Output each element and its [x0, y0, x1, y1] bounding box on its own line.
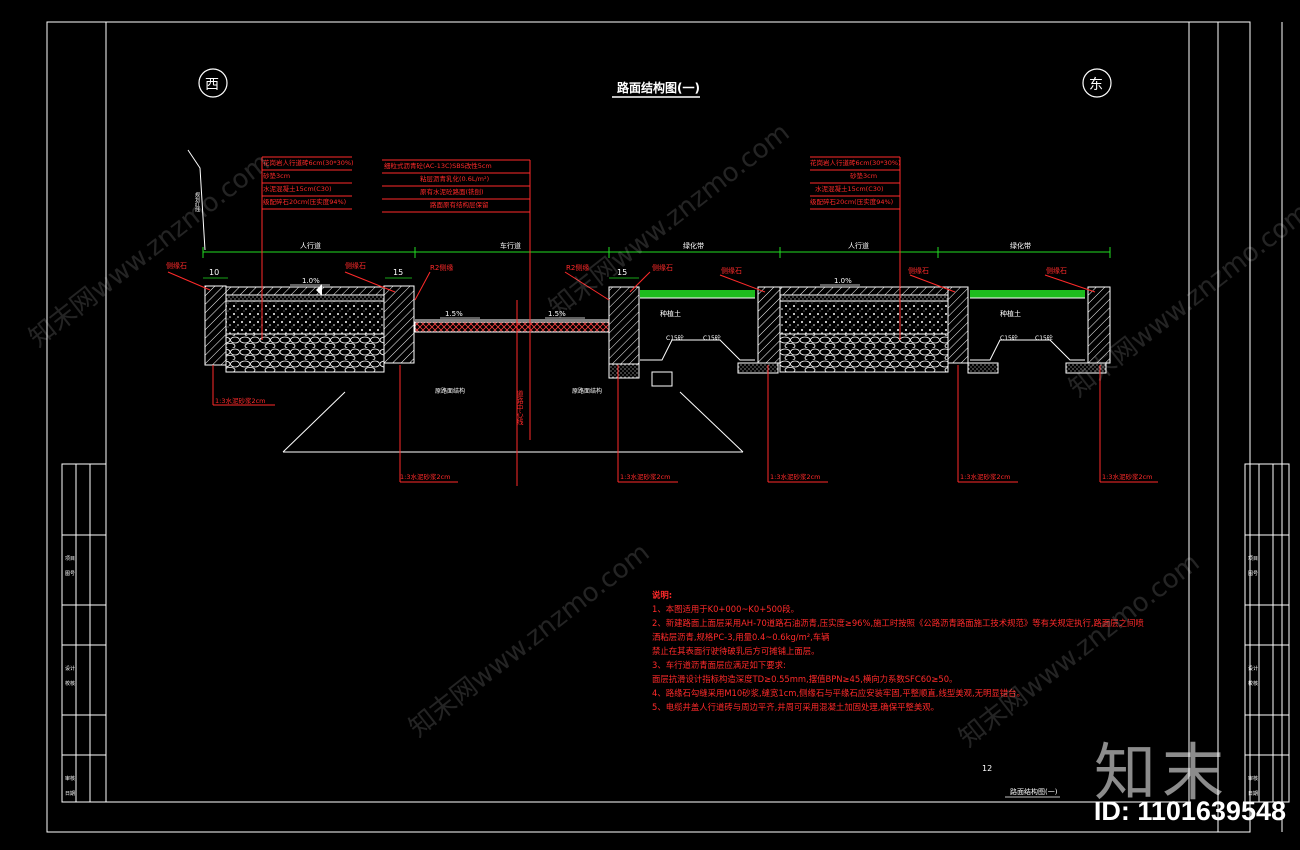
tb-right-3: 设计 [1248, 665, 1258, 672]
c15-label-2: C15砼 [703, 334, 721, 342]
right-sidewalk-section [779, 286, 969, 373]
notes-panel: 说明: 1、本图适用于K0+000~K0+500段。 2、新建路面上面层采用AH… [652, 588, 1152, 714]
west-label: 西 [205, 77, 219, 93]
mortar-label-1: 1:3水泥砂浆2cm [215, 396, 266, 405]
callout-left-3: 水泥混凝土15cm(C30) [263, 184, 332, 193]
kerb-r2-left: R2侧缘 [430, 263, 453, 272]
tb-right-6: 日期 [1248, 791, 1258, 797]
callout-left-2: 砂垫3cm [263, 171, 290, 180]
footer-title: 路面结构图(一) [1010, 787, 1058, 796]
notes-heading: 说明: [652, 590, 673, 600]
callout-road-2: 粘层沥青乳化(0.6L/m²) [420, 174, 489, 183]
tb-left-5: 审核 [65, 775, 75, 782]
label-sidewalk-left: 人行道 [300, 241, 321, 250]
planting-label-2: 种植土 [1000, 309, 1021, 318]
callout-right-1: 花岗岩人行道砖6cm(30*30%) [810, 158, 901, 167]
mortar-label-3: 1:3水泥砂浆2cm [620, 472, 671, 481]
label-sidewalk-right: 人行道 [848, 241, 869, 250]
callout-right-4: 级配碎石20cm(压实度94%) [810, 197, 893, 206]
tb-left-1: 项目 [65, 556, 75, 562]
structure-right-label: 原路面结构 [572, 387, 602, 395]
tb-left-6: 日期 [65, 791, 75, 797]
tb-left-3: 设计 [65, 665, 75, 672]
center-line-label: 道路中心线 [516, 389, 524, 425]
tb-right-5: 审核 [1248, 775, 1258, 782]
dim-15-left: 15 [393, 268, 403, 277]
title-block-right: 项目 图号 设计 校核 审核 日期 [1244, 463, 1290, 803]
brand-logo: 知末 [1093, 736, 1230, 809]
planting-label-1: 种植土 [660, 309, 681, 318]
east-label: 东 [1089, 77, 1103, 93]
note-6: 4、路缘石勾缝采用M10砂浆,缝宽1cm,侧缘石与平缘石应安装牢固,平整顺直,线… [652, 688, 1025, 698]
callout-right-3: 水泥混凝土15cm(C30) [815, 184, 884, 193]
structure-left-label: 原路面结构 [435, 387, 465, 395]
callout-road-1: 细粒式沥青砼(AC-13C)SBS改性5cm [384, 161, 492, 170]
image-id: ID: 1101639548 [1093, 796, 1286, 826]
callout-right-2: 砂垫3cm [850, 171, 877, 180]
page-number: 12 [982, 764, 992, 773]
kerb-left: 侧缘石 [345, 261, 366, 270]
side-label: 规划红线 [194, 191, 200, 212]
kerb-e: 侧缘石 [908, 266, 929, 275]
green-belt-2-section [967, 286, 1111, 374]
mortar-label-4: 1:3水泥砂浆2cm [770, 472, 821, 481]
note-2: 2、新建路面上面层采用AH-70道路石油沥青,压实度≥96%,施工时按照《公路沥… [652, 618, 1144, 642]
title-block-left: 项目 图号 设计 校核 审核 日期 [61, 463, 107, 803]
note-3: 禁止在其表面行驶待破乳后方可摊铺上面层。 [652, 646, 820, 656]
kerb-c: 侧缘石 [652, 263, 673, 272]
c15-label-1: C15砼 [666, 334, 684, 342]
slope-road-left: 1.5% [445, 310, 463, 318]
dim-15-right: 15 [617, 268, 627, 277]
note-4: 3、车行道沥青面层应满足如下要求: [652, 660, 786, 670]
kerb-d: 侧缘石 [721, 266, 742, 275]
tb-left-2: 图号 [65, 571, 75, 577]
note-5: 面层抗滑设计指标构造深度TD≥0.55mm,摆值BPN≥45,横向力系数SFC6… [652, 674, 958, 684]
mortar-label-2: 1:3水泥砂浆2cm [400, 472, 451, 481]
kerb-f: 侧缘石 [1046, 266, 1067, 275]
green-belt-1-section [608, 286, 781, 387]
label-carriageway: 车行道 [500, 241, 521, 250]
callout-road-3: 原有水泥砼路面(铣刨) [420, 187, 484, 196]
inner-frame [105, 21, 1190, 803]
slope-road-right: 1.5% [548, 310, 566, 318]
roadway-section [282, 319, 744, 453]
callout-left-4: 级配碎石20cm(压实度94%) [263, 197, 346, 206]
c15-label-4: C15砼 [1035, 334, 1053, 342]
left-sidewalk-section [204, 284, 415, 373]
kerb-r2-right: R2侧缘 [566, 263, 589, 272]
slope-sidewalk-right: 1.0% [834, 277, 852, 285]
mortar-label-5: 1:3水泥砂浆2cm [960, 472, 1011, 481]
tb-right-1: 项目 [1248, 556, 1258, 562]
tb-right-2: 图号 [1248, 571, 1258, 577]
note-1: 1、本图适用于K0+000~K0+500段。 [652, 604, 799, 614]
label-green-belt-2: 绿化带 [1010, 241, 1031, 250]
drawing-title: 路面结构图(一) [617, 80, 700, 95]
tb-right-4: 校核 [1248, 680, 1258, 687]
tb-left-4: 校核 [65, 680, 75, 687]
label-green-belt-1: 绿化带 [683, 241, 704, 250]
note-7: 5、电缆井盖人行道砖与周边平齐,井周可采用混凝土加固处理,确保平整美观。 [652, 702, 940, 712]
mortar-label-6: 1:3水泥砂浆2cm [1102, 472, 1153, 481]
slope-sidewalk-left: 1.0% [302, 277, 320, 285]
dim-10: 10 [209, 268, 219, 277]
c15-label-3: C15砼 [1000, 334, 1018, 342]
callout-left-1: 花岗岩人行道砖6cm(30*30%) [263, 158, 354, 167]
west-marker [198, 68, 228, 98]
kerb-left-edge: 侧缘石 [166, 261, 187, 270]
callout-road-4: 路面原有结构层保留 [430, 200, 489, 209]
east-marker [1082, 68, 1112, 98]
